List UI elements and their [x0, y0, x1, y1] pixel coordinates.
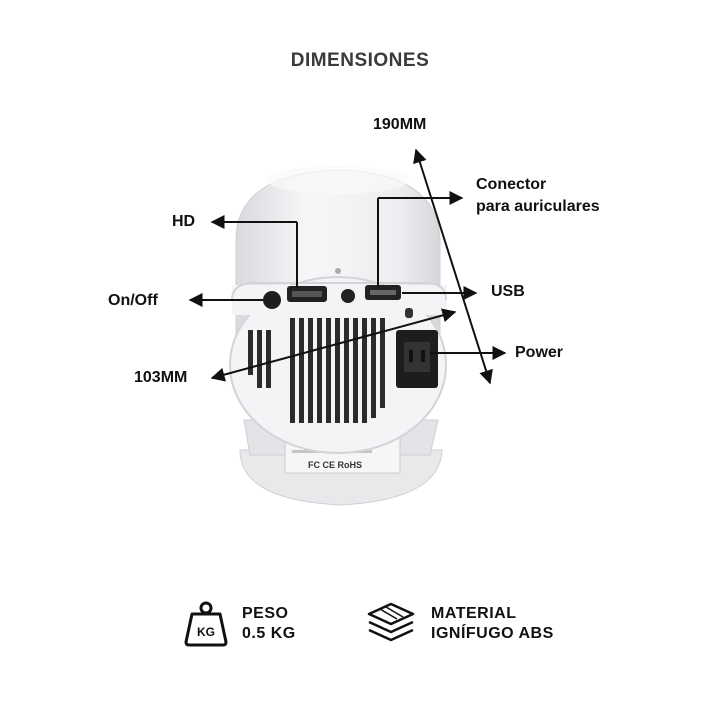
feature-material: MATERIAL IGNÍFUGO ABS	[365, 600, 554, 648]
certification-marks: FC CE RoHS	[308, 460, 362, 470]
feature-material-line1: MATERIAL	[431, 605, 517, 622]
label-headphone-line1: Conector	[476, 176, 547, 193]
feature-weight-line2: 0.5 KG	[242, 625, 296, 642]
label-onoff: On/Off	[108, 292, 158, 309]
svg-text:KG: KG	[197, 625, 215, 639]
weight-kg-icon: KG	[184, 601, 228, 647]
layers-icon	[367, 602, 415, 642]
label-width: 103MM	[134, 369, 188, 386]
label-headphone-line2: para auriculares	[476, 198, 600, 215]
feature-strip: KG PESO 0.5 KG MATERIAL IGNÍFUGO ABS	[0, 600, 720, 660]
label-usb: USB	[491, 283, 525, 300]
label-power: Power	[515, 344, 564, 361]
arrow-length	[413, 148, 493, 385]
feature-weight-line1: PESO	[242, 605, 289, 622]
page-title: DIMENSIONES	[290, 50, 430, 71]
feature-weight: KG PESO 0.5 KG	[182, 600, 296, 648]
headphone-jack	[341, 289, 355, 303]
arrow-width	[210, 308, 457, 382]
label-hd: HD	[172, 213, 196, 230]
label-length: 190MM	[373, 116, 427, 133]
feature-material-line2: IGNÍFUGO ABS	[431, 625, 554, 642]
power-button	[263, 291, 281, 309]
